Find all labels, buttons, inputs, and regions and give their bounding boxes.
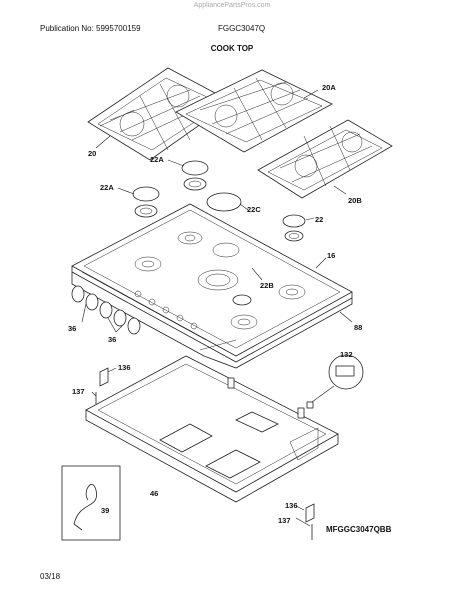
callout-136-bottom: 136 <box>285 501 298 510</box>
callout-36-right: 36 <box>108 335 116 344</box>
publication-number: Publication No: 5995700159 <box>40 24 141 33</box>
callout-132: 132 <box>340 350 353 359</box>
callout-labels: 20 20A 20B 22A 22A 22C 22 16 22B 36 36 8… <box>68 83 362 525</box>
model-number: FGGC3047Q <box>218 24 266 33</box>
cooktop-surface <box>71 203 353 369</box>
page-number: 03/18 <box>40 572 61 581</box>
callout-22A-left: 22A <box>100 183 114 192</box>
callout-22C: 22C <box>247 205 261 214</box>
callout-16: 16 <box>327 251 335 260</box>
control-knobs <box>71 285 141 335</box>
callout-136-top: 136 <box>118 363 131 372</box>
figure-code: MFGGC3047QBB <box>326 525 392 534</box>
burner-box <box>85 355 339 503</box>
callout-46: 46 <box>150 489 158 498</box>
section-title: COOK TOP <box>210 44 254 53</box>
callout-20B: 20B <box>348 196 362 205</box>
mounting-brackets <box>95 367 315 540</box>
callout-39: 39 <box>101 506 109 515</box>
burner-heads <box>134 177 304 242</box>
power-cord-inset <box>61 465 121 541</box>
cooktop-burners <box>134 231 306 330</box>
leader-lines <box>81 89 353 527</box>
callout-22: 22 <box>315 215 323 224</box>
control-panel <box>134 290 198 330</box>
grate-center <box>175 69 333 153</box>
watermark-text: AppliancePartsPros.com <box>193 2 271 9</box>
callout-137-top: 137 <box>72 387 85 396</box>
spark-module <box>306 354 364 409</box>
grate-left <box>87 67 233 161</box>
callout-20A: 20A <box>322 83 336 92</box>
callout-22A-top: 22A <box>150 155 164 164</box>
callout-88: 88 <box>354 323 362 332</box>
callout-137-bottom: 137 <box>278 516 291 525</box>
callout-20: 20 <box>88 149 96 158</box>
grate-right <box>257 119 393 199</box>
callout-36-left: 36 <box>68 324 76 333</box>
callout-22B: 22B <box>260 281 274 290</box>
